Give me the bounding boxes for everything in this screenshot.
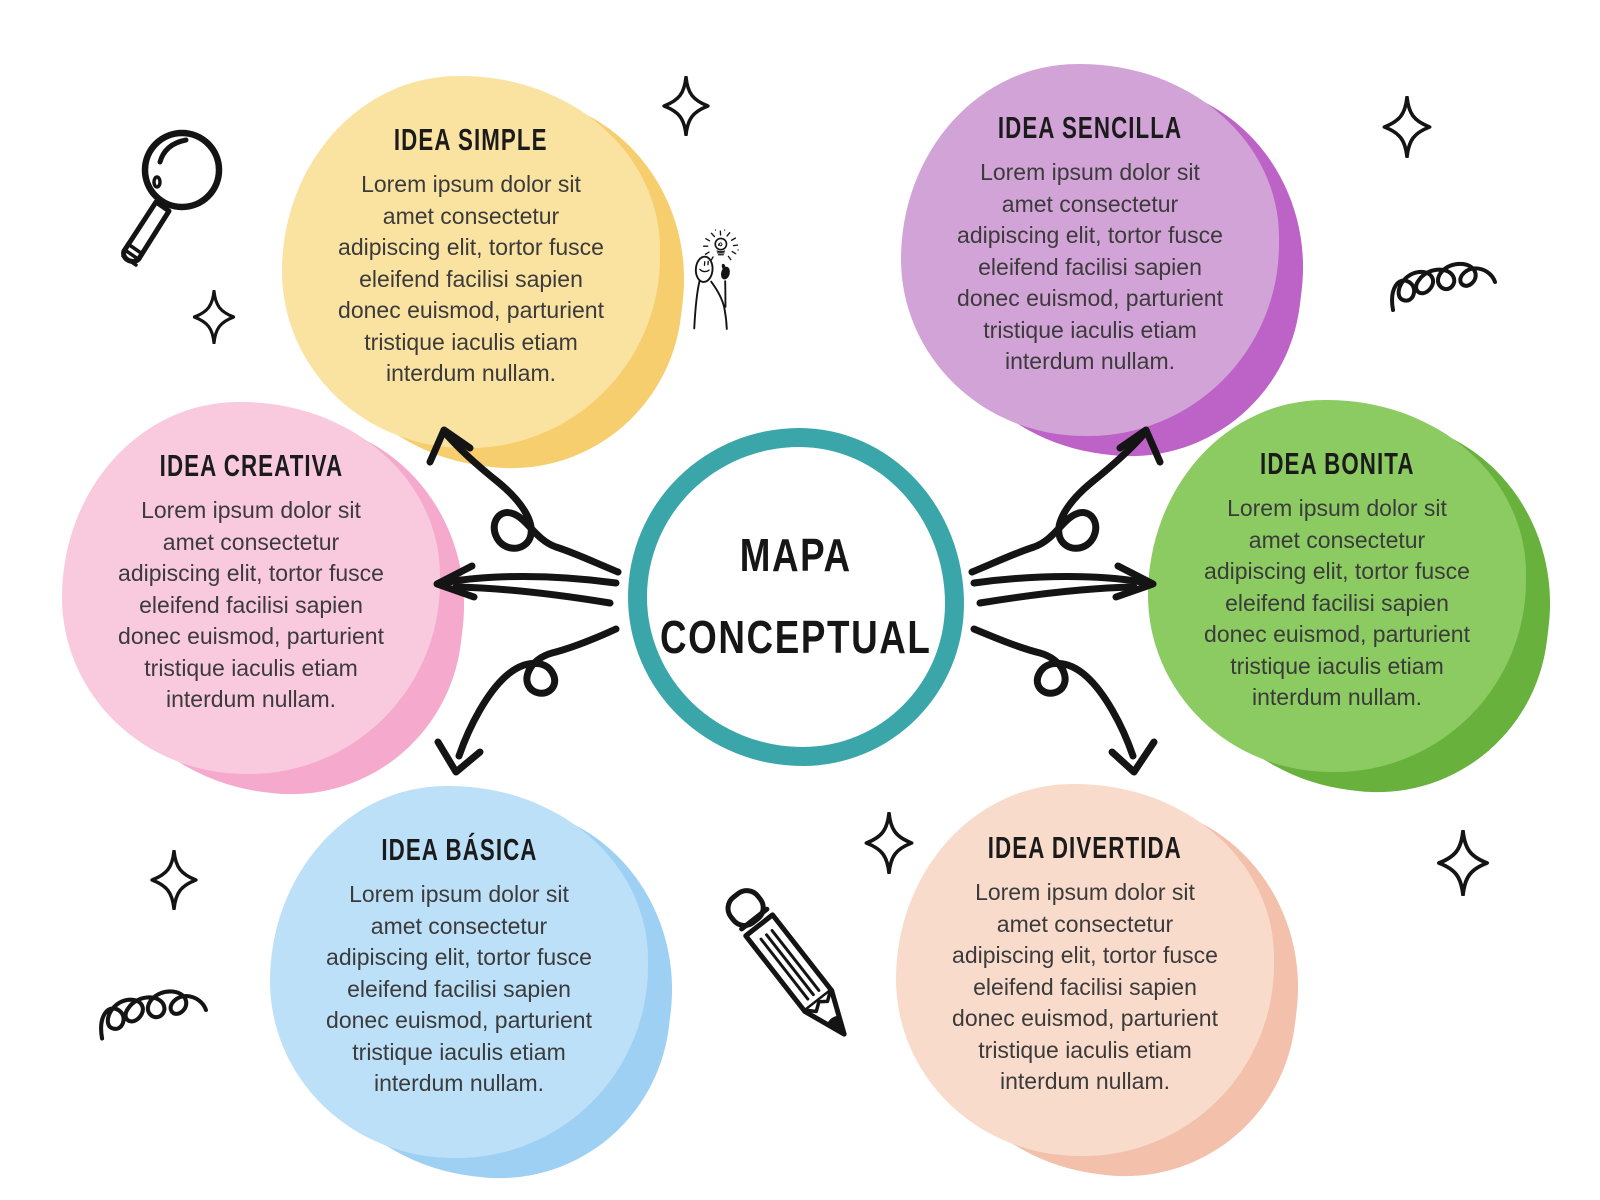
bubble-content: IDEA SENCILLA Lorem ipsum dolor sit amet… [901, 64, 1279, 436]
bubble-body-text: Lorem ipsum dolor sit amet consectetur a… [118, 497, 384, 712]
pencil-icon [725, 888, 847, 1037]
arrow-to-idea-basica [434, 625, 620, 776]
bubble-title: IDEA DIVERTIDA [987, 830, 1183, 865]
bubble-idea-sencilla: IDEA SENCILLA Lorem ipsum dolor sit amet… [901, 60, 1325, 476]
sparkle-icon [150, 850, 198, 910]
bubble-idea-bonita: IDEA BONITA Lorem ipsum dolor sit amet c… [1148, 396, 1572, 812]
bubble-title: IDEA CREATIVA [159, 448, 343, 483]
arrow-to-idea-bonita [970, 562, 1157, 607]
spring-squiggle-icon [1390, 261, 1497, 312]
sparkle-icon [1436, 830, 1490, 896]
bubble-title: IDEA BÁSICA [380, 832, 538, 867]
bubble-fill-blob [1148, 400, 1526, 772]
bubble-idea-divertida: IDEA DIVERTIDA Lorem ipsum dolor sit ame… [896, 780, 1320, 1196]
bubble-body-text: Lorem ipsum dolor sit amet consectetur a… [952, 879, 1218, 1094]
arrow-to-idea-divertida [970, 625, 1158, 776]
sparkle-icon [1382, 96, 1432, 158]
bubble-idea-simple: IDEA SIMPLE Lorem ipsum dolor sit amet c… [282, 72, 706, 488]
bubble-title: IDEA BONITA [1259, 446, 1415, 481]
bubble-title: IDEA SENCILLA [997, 110, 1183, 145]
bubble-body-text: Lorem ipsum dolor sit amet consectetur a… [338, 171, 604, 386]
magnifier-icon [121, 129, 223, 267]
bubble-fill-blob [62, 402, 440, 774]
bubble-body-text: Lorem ipsum dolor sit amet consectetur a… [1204, 495, 1470, 710]
lightbulb-icon [702, 229, 739, 261]
bubble-fill-blob [896, 784, 1274, 1156]
bubble-title: IDEA SIMPLE [394, 122, 548, 157]
bubble-content: IDEA BONITA Lorem ipsum dolor sit amet c… [1148, 400, 1526, 772]
bubble-fill-blob [282, 76, 660, 448]
bubble-body-text: Lorem ipsum dolor sit amet consectetur a… [957, 159, 1223, 374]
bubble-fill-blob [901, 64, 1279, 436]
bubble-fill-blob [270, 786, 648, 1158]
bubble-content: IDEA BÁSICA Lorem ipsum dolor sit amet c… [270, 786, 648, 1158]
spring-squiggle-icon [99, 989, 208, 1041]
center-node-title: MAPA CONCEPTUAL [660, 529, 932, 663]
sparkle-icon [193, 290, 235, 344]
bubble-idea-basica: IDEA BÁSICA Lorem ipsum dolor sit amet c… [270, 782, 694, 1198]
sparkle-icon [662, 76, 710, 136]
bubble-body-text: Lorem ipsum dolor sit amet consectetur a… [326, 881, 592, 1096]
center-node: MAPA CONCEPTUAL [628, 428, 964, 766]
sparkle-icon [864, 812, 914, 874]
bubble-content: IDEA DIVERTIDA Lorem ipsum dolor sit ame… [896, 784, 1274, 1156]
bubble-content: IDEA SIMPLE Lorem ipsum dolor sit amet c… [282, 76, 660, 448]
bubble-content: IDEA CREATIVA Lorem ipsum dolor sit amet… [62, 402, 440, 774]
bubble-idea-creativa: IDEA CREATIVA Lorem ipsum dolor sit amet… [62, 398, 486, 814]
